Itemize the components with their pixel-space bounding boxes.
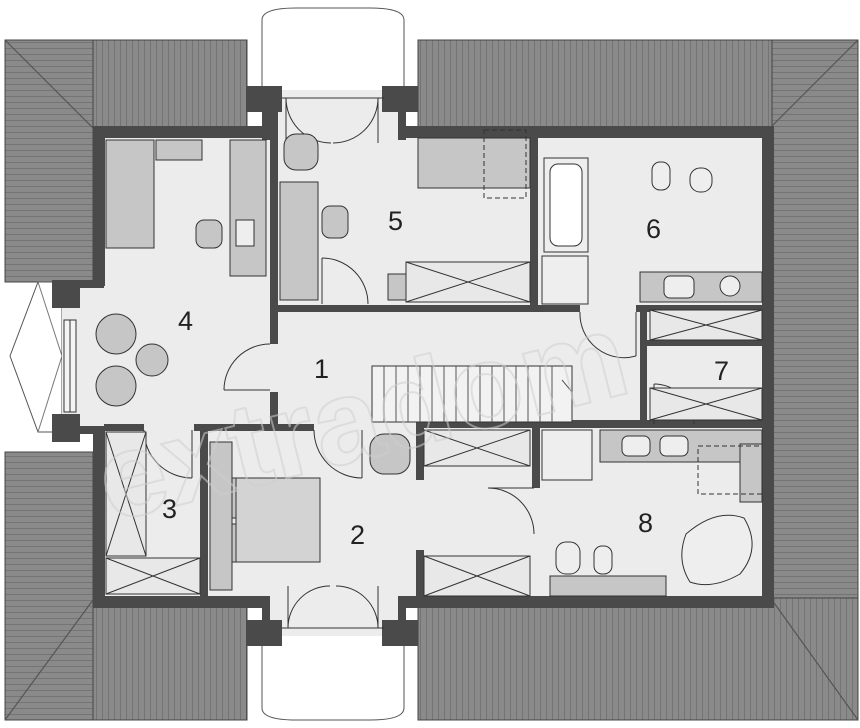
counter-room-6 <box>639 271 763 303</box>
corner-post <box>246 620 282 646</box>
room-label-6: 6 <box>646 214 661 244</box>
corner-post <box>382 620 418 646</box>
roof <box>4 7 859 721</box>
washer-room-6 <box>719 275 741 297</box>
bed-room-4 <box>105 139 155 249</box>
cupboard-outline-room-8 <box>697 445 763 495</box>
toilet <box>689 167 713 193</box>
wall-interior <box>416 420 424 480</box>
bed-room-2 <box>235 477 321 563</box>
corner-post <box>52 414 80 442</box>
furniture <box>95 129 763 597</box>
room-labels: 1 2 3 4 5 6 7 8 <box>162 206 729 550</box>
wall-dormer <box>398 596 406 636</box>
desk-lamp-icon <box>235 219 255 247</box>
wall-dormer <box>262 596 270 636</box>
cabinet-room-8 <box>739 443 763 503</box>
wall-right <box>762 126 774 600</box>
wall-left-bay <box>62 426 104 434</box>
room-label-1: 1 <box>314 354 329 384</box>
wall-dormer <box>398 90 406 140</box>
sink-room-6 <box>663 275 695 299</box>
room-label-4: 4 <box>178 306 193 336</box>
room-label-7: 7 <box>714 356 729 386</box>
corner-post <box>246 86 282 112</box>
roof-hip-line <box>771 39 859 127</box>
shower-room-8 <box>541 429 593 481</box>
shower <box>541 255 589 305</box>
wall-left-lower <box>93 430 105 608</box>
sink-room-8 <box>621 435 651 457</box>
bathtub-room-8 <box>681 514 753 586</box>
sink-room-8 <box>659 435 689 457</box>
roof-hip-line <box>4 599 94 721</box>
bidet <box>651 161 671 191</box>
corner-post <box>382 86 418 112</box>
wall-interior <box>416 550 424 600</box>
stairs <box>371 365 573 423</box>
wall-interior <box>636 305 766 312</box>
walls <box>52 86 774 646</box>
wall-interior <box>194 424 314 431</box>
roof-left-lower <box>4 451 94 721</box>
room-label-8: 8 <box>638 508 653 538</box>
wall-left-upper <box>93 126 105 286</box>
wall-bottom-right <box>404 596 774 608</box>
room-label-5: 5 <box>388 206 403 236</box>
wall-interior <box>104 424 144 431</box>
armchair-room-1 <box>369 433 411 475</box>
roof-left-upper <box>4 39 94 283</box>
wall-dormer <box>262 90 270 140</box>
bidet-room-8 <box>593 545 613 575</box>
wall-interior <box>270 392 278 428</box>
table-room-4 <box>135 343 169 377</box>
wall-left-bay <box>62 280 104 288</box>
chair-room-4 <box>195 219 223 249</box>
roof-bottom-right <box>417 597 859 721</box>
shelf-room-2 <box>209 441 233 591</box>
openings <box>63 97 384 629</box>
shelf-room-4 <box>155 139 203 161</box>
wall-interior <box>532 428 540 488</box>
wall-top-right <box>404 126 774 138</box>
bed-room-5 <box>417 137 531 189</box>
wall-top-left <box>93 126 263 138</box>
wall-interior <box>270 110 278 306</box>
wall-interior <box>270 305 580 312</box>
counter-room-8 <box>549 575 667 597</box>
wall-interior <box>416 420 766 428</box>
armchair-room-4 <box>95 313 137 355</box>
wall-bottom-left <box>93 596 263 608</box>
nightstand-room-5 <box>483 129 527 199</box>
wall-interior <box>530 130 538 310</box>
roof-hip-line <box>771 599 859 721</box>
desk-room-4 <box>229 139 267 277</box>
dormer-bottom <box>261 629 405 721</box>
room-label-2: 2 <box>350 520 365 550</box>
roof-hip-line <box>4 39 94 129</box>
wall-interior <box>640 305 647 425</box>
wall-interior <box>640 340 766 346</box>
toilet-room-8 <box>555 541 581 575</box>
armchair-room-4 <box>95 365 137 407</box>
wall-interior <box>270 304 278 344</box>
chair-room-5 <box>321 205 349 239</box>
wall-interior <box>200 430 208 602</box>
washing-machine-icon <box>387 273 407 301</box>
room-label-3: 3 <box>162 494 177 524</box>
door-swings <box>143 257 695 535</box>
chair-room-5 <box>283 133 319 171</box>
desk-room-5 <box>279 181 319 301</box>
corner-post <box>52 280 80 308</box>
dormer-top <box>261 7 405 96</box>
